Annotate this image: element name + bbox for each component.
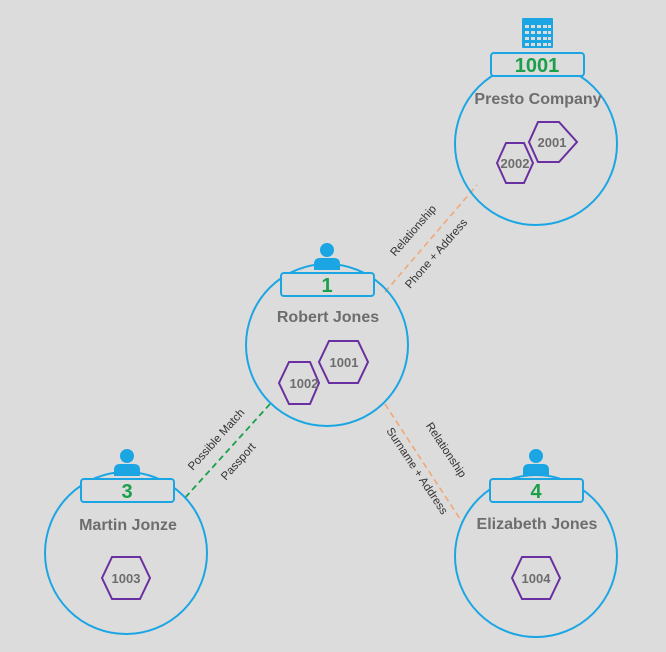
record-id: 1002 xyxy=(290,376,319,391)
record-hex[interactable]: 1004 xyxy=(510,556,562,600)
node-id: 3 xyxy=(121,481,132,503)
record-hex[interactable]: 2001 xyxy=(527,121,579,163)
record-hex[interactable]: 1001 xyxy=(317,340,370,384)
edge-line-relationship[interactable] xyxy=(384,184,478,293)
record-id: 1001 xyxy=(330,355,359,370)
id-badge xyxy=(280,272,375,297)
node-name: Martin Jonze xyxy=(79,517,177,534)
record-hex[interactable]: 1002 xyxy=(277,361,321,405)
record-hex[interactable]: 2002 xyxy=(495,142,535,184)
node-elizabeth-jones[interactable]: 4 Elizabeth Jones 1004 xyxy=(454,449,618,638)
id-badge xyxy=(489,478,584,503)
node-martin-jonze[interactable]: 3 Martin Jonze 1003 xyxy=(44,449,208,635)
id-badge xyxy=(80,478,175,503)
record-hex[interactable]: 1003 xyxy=(100,556,152,600)
building-icon xyxy=(522,18,553,48)
edge-robert-martin[interactable]: Possible Match Passport xyxy=(182,403,271,501)
edge-line-relationship[interactable] xyxy=(384,403,463,523)
node-presto-company[interactable]: 1001 Presto Company 2002 2001 xyxy=(454,18,618,226)
edge-robert-elizabeth[interactable]: Relationship Surname + Address xyxy=(384,403,468,523)
record-id: 2001 xyxy=(538,135,567,150)
node-name: Presto Company xyxy=(474,91,601,108)
edge-label-bottom: Passport xyxy=(219,441,259,483)
record-id: 2002 xyxy=(501,156,530,171)
record-id: 1004 xyxy=(522,571,552,586)
record-id: 1003 xyxy=(112,571,141,586)
node-name: Elizabeth Jones xyxy=(477,516,598,533)
node-id: 1 xyxy=(321,275,332,297)
person-icon xyxy=(114,449,140,476)
node-robert-jones[interactable]: 1 Robert Jones 1002 1001 xyxy=(245,243,409,427)
edge-label-top: Relationship xyxy=(423,421,468,480)
edge-line-possible-match[interactable] xyxy=(182,403,271,501)
node-id: 1001 xyxy=(515,55,560,77)
person-icon xyxy=(523,449,549,476)
edge-robert-presto[interactable]: Relationship Phone + Address xyxy=(384,184,478,293)
id-badge xyxy=(490,52,585,77)
person-icon xyxy=(314,243,340,270)
node-id: 4 xyxy=(530,481,542,503)
node-name: Robert Jones xyxy=(277,309,379,326)
